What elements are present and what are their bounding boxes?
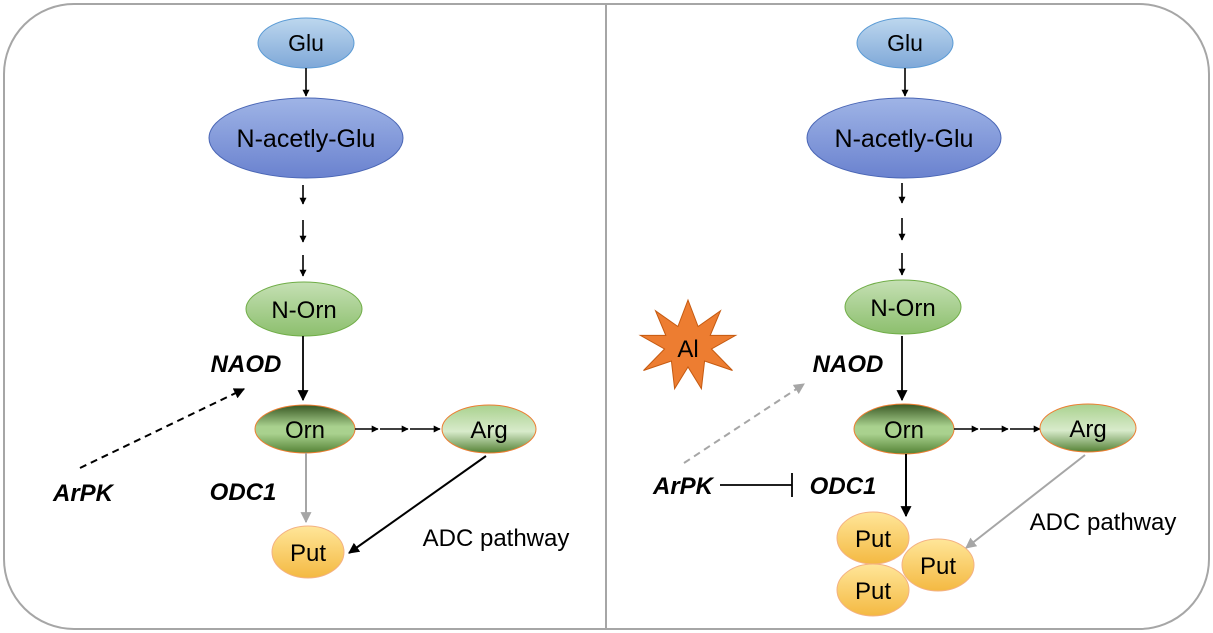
right-norn-node <box>844 279 962 335</box>
left-arrow-arg-put <box>348 455 487 554</box>
left-glu-label: Glu <box>288 30 324 56</box>
al-label: Al <box>677 336 698 363</box>
right-panel: Glu N-acetly-Glu N-Orn Al NAOD Orn Arg A… <box>638 17 1177 617</box>
left-dashed-arrow-arpk-naod <box>79 388 245 469</box>
left-panel: Glu N-acetly-Glu N-Orn NAOD Orn Arg ArPK… <box>52 17 570 579</box>
right-put-node-2 <box>836 563 910 617</box>
left-arg-label: Arg <box>470 417 507 444</box>
al-stress-burst <box>638 298 738 391</box>
right-arg-label: Arg <box>1069 416 1106 443</box>
left-orn-label: Orn <box>285 417 325 444</box>
right-put-label-2: Put <box>855 578 891 605</box>
right-naod-label: NAOD <box>813 351 884 378</box>
left-norn-label: N-Orn <box>271 297 336 324</box>
left-nacetyl-glu-node <box>208 97 404 179</box>
right-arrow-arg-put <box>965 454 1086 549</box>
right-glu-label: Glu <box>887 30 923 56</box>
right-put-label-3: Put <box>920 553 956 580</box>
left-norn-node <box>245 281 363 337</box>
left-odc1-label: ODC1 <box>210 479 277 506</box>
right-odc1-label: ODC1 <box>810 473 877 500</box>
right-arpk-label: ArPK <box>652 473 715 500</box>
right-adc-pathway-label: ADC pathway <box>1030 509 1177 536</box>
left-adc-pathway-label: ADC pathway <box>423 525 570 552</box>
left-put-node <box>271 525 345 579</box>
left-naod-label: NAOD <box>211 351 282 378</box>
right-norn-label: N-Orn <box>870 295 935 322</box>
left-arg-node <box>441 404 537 454</box>
right-orn-label: Orn <box>884 417 924 444</box>
left-nacetyl-glu-label: N-acetly-Glu <box>237 125 376 153</box>
right-put-label-1: Put <box>855 526 891 553</box>
right-nacetyl-glu-node <box>806 97 1002 179</box>
right-put-node-3 <box>901 538 975 592</box>
right-nacetyl-glu-label: N-acetly-Glu <box>835 125 974 153</box>
left-arpk-label: ArPK <box>52 480 115 507</box>
left-put-label: Put <box>290 540 326 567</box>
right-arg-node <box>1039 403 1137 453</box>
